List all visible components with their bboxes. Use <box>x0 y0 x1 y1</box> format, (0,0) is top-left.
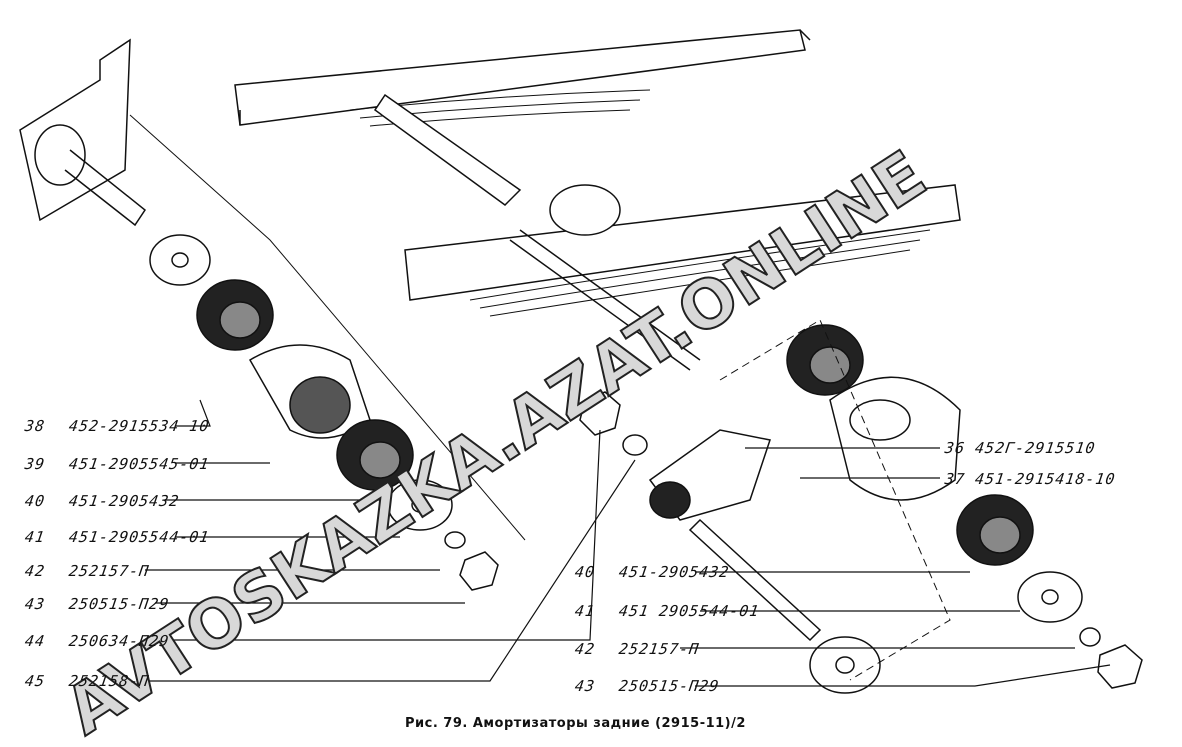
part-label: 37 451-2915418-10 <box>943 470 1117 488</box>
spring-washer <box>622 434 648 456</box>
frame-rail-front <box>404 184 961 301</box>
shock-absorber-installed <box>373 93 701 371</box>
nut <box>1097 644 1143 689</box>
nut <box>459 551 499 591</box>
washer <box>809 636 881 694</box>
figure-caption: Рис. 79. Амортизаторы задние (2915-11)/2 <box>405 716 746 731</box>
part-label: 36 452Г-2915510 <box>943 439 1097 457</box>
frame-rail-rear <box>234 29 811 126</box>
shock-body <box>829 376 961 501</box>
leader-lines <box>145 399 1111 687</box>
pin <box>688 518 822 642</box>
bracket <box>19 38 147 227</box>
washer <box>1017 571 1083 623</box>
washer <box>387 479 453 531</box>
washer <box>149 234 211 286</box>
spring-washer <box>444 531 466 549</box>
spring-washer <box>1079 627 1101 647</box>
nut <box>579 391 621 436</box>
